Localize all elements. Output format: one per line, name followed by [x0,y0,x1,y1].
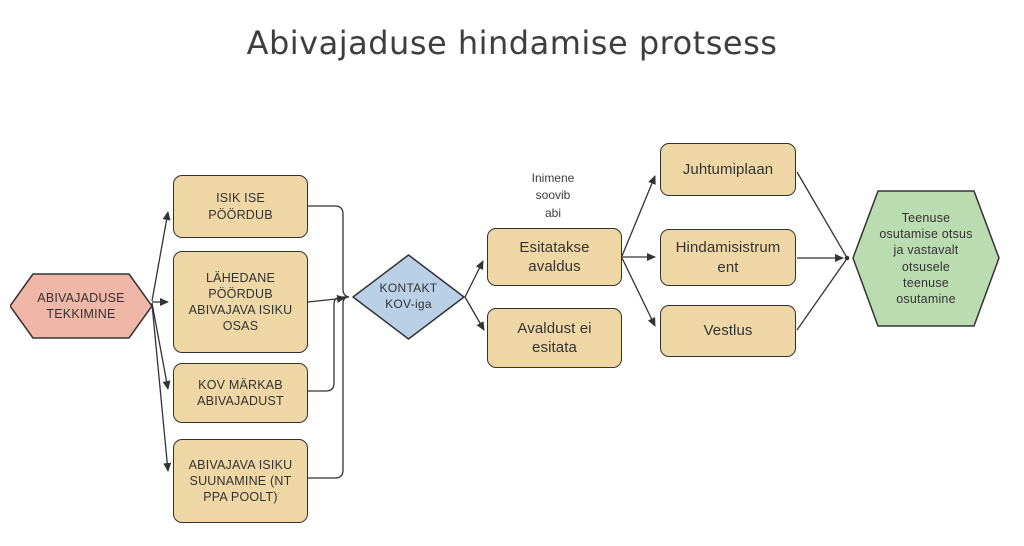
node-label: Vestlus [703,322,753,340]
node-abivajaduse-tekkimine: ABIVAJADUSE TEKKIMINE [10,273,152,339]
annotation-inimene-soovib-abi: Inimene soovib abi [531,171,575,220]
hexagon-shape [10,273,152,339]
edge-kontakt-to-ei-esitata [464,296,485,331]
node-juhtumiplaan: Juhtumiplaan [660,143,796,196]
node-label: Hindamisistrum ent [675,239,781,276]
node-hindamisinstrument: Hindamisistrum ent [660,229,796,286]
edge-juhtumiplaan-to-lopp [796,171,847,257]
node-label: LÄHEDANE PÖÖRDUB ABIVAJAVA ISIKU OSAS [188,270,293,334]
node-label: ISIK ISE PÖÖRDUB [208,191,273,222]
node-label: ABIVAJADUSE TEKKIMINE [37,290,125,321]
node-kontakt-kov: KONTAKT KOV-iga [352,254,465,340]
node-avaldust-ei-esitata: Avaldust ei esitata [487,308,622,368]
edge-isik-ise-to-kontakt [308,205,350,298]
node-lahedane-poordub: LÄHEDANE PÖÖRDUB ABIVAJAVA ISIKU OSAS [173,251,308,353]
node-esitatakse-avaldus: Esitatakse avaldus [487,228,622,286]
edge-start-to-isik-ise [151,211,171,302]
node-kov-markab: KOV MÄRKAB ABIVAJADUST [173,363,308,423]
edge-lahedane-to-kontakt [307,294,346,303]
page-title: Abivajaduse hindamise protsess [246,24,778,62]
edge-start-to-kov-markab [151,302,171,390]
node-label: Avaldust ei esitata [517,319,592,357]
node-abivajava-isiku-suunamine: ABIVAJAVA ISIKU SUUNAMINE (NT PPA POOLT) [173,439,308,523]
edge-esitatakse-to-vestlus [621,257,656,327]
node-label: Esitatakse avaldus [519,238,590,276]
edge-kontakt-to-esitatakse [464,260,484,298]
edge-start-to-suunamine [151,303,172,472]
hexagon-shape [852,190,1000,327]
edge-suunamine-to-kontakt [308,296,350,479]
diamond-shape [352,254,465,340]
node-label: KONTAKT KOV-iga [379,281,438,311]
edge-esitatakse-to-juhtumiplaan [621,175,656,257]
node-label: Juhtumiplaan [682,160,774,178]
node-label: Teenuse osutamise otsus ja vastavalt ots… [879,210,973,306]
node-isik-ise-poordub: ISIK ISE PÖÖRDUB [173,175,308,238]
node-vestlus: Vestlus [660,305,796,357]
node-teenuse-osutamine: Teenuse osutamise otsus ja vastavalt ots… [852,190,1000,327]
node-label: ABIVAJAVA ISIKU SUUNAMINE (NT PPA POOLT) [188,457,293,505]
edge-vestlus-to-lopp [796,259,847,331]
edge-junction-dot [844,255,850,261]
edge-kov-markab-to-kontakt [308,296,348,392]
node-label: KOV MÄRKAB ABIVAJADUST [197,377,284,408]
